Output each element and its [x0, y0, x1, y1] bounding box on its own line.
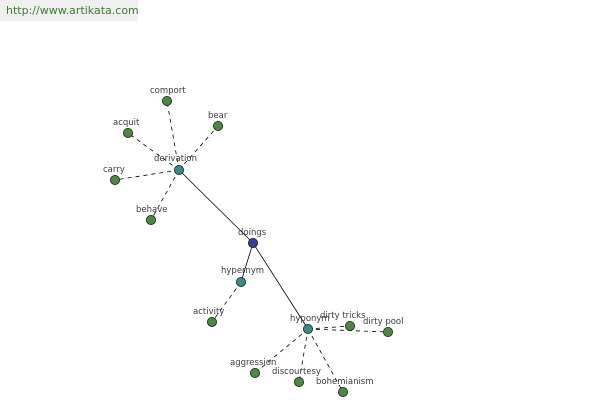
edge-derivation-to-behave: [150, 169, 180, 221]
node-label-discourtesy: discourtesy: [272, 367, 321, 377]
node-label-comport: comport: [150, 86, 186, 96]
node-label-activity: activity: [193, 307, 224, 317]
node-dot-behave[interactable]: [145, 214, 156, 225]
node-doings[interactable]: doings: [238, 228, 267, 248]
node-aggression[interactable]: aggression: [230, 358, 276, 378]
edge-doings-to-hypernym: [240, 242, 254, 283]
node-label-dirty-pool: dirty pool: [363, 317, 403, 327]
node-label-bear: bear: [208, 111, 228, 121]
node-label-aggression: aggression: [230, 358, 276, 368]
node-behave[interactable]: behave: [136, 205, 167, 225]
node-dirty-tricks[interactable]: dirty tricks: [320, 311, 366, 331]
node-label-acquit: acquit: [113, 118, 140, 128]
node-activity[interactable]: activity: [193, 307, 224, 327]
node-dot-discourtesy[interactable]: [293, 376, 304, 387]
node-dot-carry[interactable]: [110, 174, 121, 185]
node-hypernym[interactable]: hypernym: [221, 266, 264, 287]
node-label-carry: carry: [103, 165, 125, 175]
edge-hyponym-to-dirty-tricks: [307, 325, 351, 330]
node-dot-dirty-tricks[interactable]: [344, 320, 355, 331]
node-label-doings: doings: [238, 228, 267, 238]
node-comport[interactable]: comport: [150, 86, 186, 107]
node-label-bohemianism: bohemianism: [316, 377, 374, 387]
node-dirty-pool[interactable]: dirty pool: [363, 317, 403, 337]
node-discourtesy[interactable]: discourtesy: [272, 367, 321, 387]
node-bohemianism[interactable]: bohemianism: [316, 377, 374, 397]
edge-derivation-to-acquit: [127, 132, 180, 171]
node-label-behave: behave: [136, 205, 167, 215]
edge-derivation-to-carry: [114, 169, 180, 181]
node-dot-comport[interactable]: [161, 96, 172, 107]
node-dot-aggression[interactable]: [249, 367, 260, 378]
node-dot-derivation[interactable]: [173, 164, 184, 175]
edge-hypernym-to-activity: [211, 281, 242, 323]
node-dot-hypernym[interactable]: [235, 276, 246, 287]
node-dot-hyponym[interactable]: [302, 323, 313, 334]
node-dot-acquit[interactable]: [123, 127, 134, 138]
node-label-hypernym: hypernym: [221, 266, 264, 276]
node-dot-bear[interactable]: [212, 121, 223, 132]
node-bear[interactable]: bear: [208, 111, 228, 132]
edge-derivation-to-bear: [178, 125, 219, 171]
edge-hyponym-to-aggression: [254, 328, 309, 374]
node-carry[interactable]: carry: [103, 165, 125, 185]
node-derivation[interactable]: derivation: [154, 154, 197, 175]
edge-hyponym-to-discourtesy: [298, 328, 309, 383]
node-dot-dirty-pool[interactable]: [382, 326, 393, 337]
node-acquit[interactable]: acquit: [113, 118, 140, 138]
node-label-hyponym: hyponym: [290, 314, 330, 324]
node-label-dirty-tricks: dirty tricks: [320, 311, 366, 321]
edge-doings-to-derivation: [178, 169, 254, 244]
node-dot-activity[interactable]: [206, 316, 217, 327]
node-label-derivation: derivation: [154, 154, 197, 164]
artikata-url-link[interactable]: http://www.artikata.com: [0, 0, 139, 21]
node-dot-doings[interactable]: [247, 237, 258, 248]
edge-derivation-to-comport: [166, 100, 180, 171]
edge-doings-to-hyponym: [252, 242, 309, 330]
edges-layer: [114, 100, 389, 393]
node-hyponym[interactable]: hyponym: [290, 314, 330, 334]
nodes-layer: doings derivation hypernym hyponym comport ac…: [103, 86, 403, 397]
node-dot-bohemianism[interactable]: [337, 386, 348, 397]
